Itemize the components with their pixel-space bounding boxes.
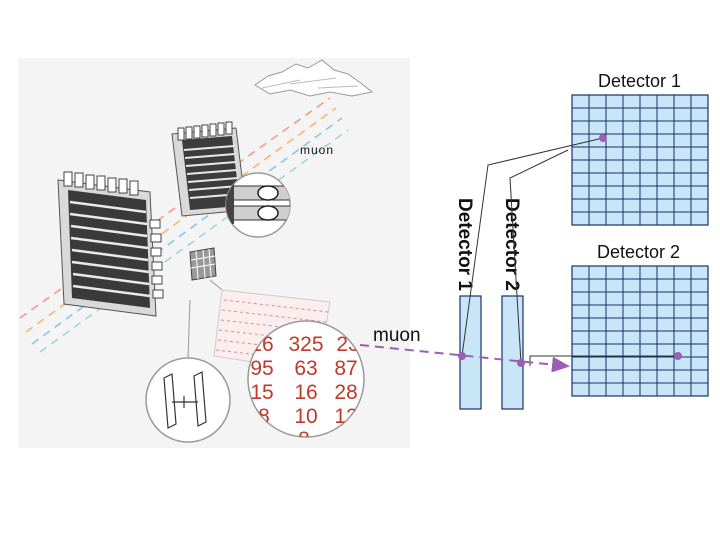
- count-r1c2: 325: [288, 333, 323, 356]
- cross-section-magnifier: [145, 357, 231, 443]
- mountain-hatching: [261, 77, 359, 89]
- readout-chip: [189, 247, 217, 281]
- photomultiplier-magnifier: [225, 172, 291, 238]
- count-r3c1: 15: [250, 381, 273, 404]
- detector2-strip: [501, 295, 524, 410]
- apparatus-illustration: 16 325 23 95 63 87 15 16 28 8 10 12 8: [18, 58, 410, 451]
- detector2-grid-hit: [674, 352, 682, 360]
- count-r3c2: 16: [294, 381, 317, 404]
- count-r4c2: 10: [294, 405, 317, 428]
- detector1-grid-hit: [599, 134, 607, 142]
- detector2-grid: [571, 265, 709, 397]
- count-r3c3: 28: [334, 381, 357, 404]
- detector2-readout-line: [509, 149, 569, 364]
- ray-teal: [39, 129, 349, 353]
- detector2-strip-hit: [517, 359, 525, 367]
- muon-label-large: muon: [373, 325, 421, 346]
- count-r2c2: 63: [294, 357, 317, 380]
- count-r2c3: 87: [334, 357, 357, 380]
- count-r2c1: 95: [250, 357, 273, 380]
- detector1-grid-title: Detector 1: [598, 71, 681, 91]
- detector1-strip-title: Detector 1: [454, 198, 475, 291]
- count-magnifier: 16 325 23 95 63 87 15 16 28 8 10 12 8: [247, 320, 365, 451]
- muon-track: [359, 344, 570, 373]
- muon-label-small: muon: [300, 143, 334, 157]
- detector2-grid-title: Detector 2: [597, 242, 680, 262]
- count-r4c1: 8: [258, 405, 270, 428]
- detector1-strip-hit: [458, 352, 466, 360]
- count-r5c2: 8: [298, 428, 310, 451]
- detector1-grid: [571, 94, 709, 226]
- front-scintillator-panel: [57, 171, 164, 317]
- detector2-strip-title: Detector 2: [501, 198, 522, 291]
- detector-schematic: Detector 1 Detector 2 Detector 1 Detecto…: [359, 71, 709, 410]
- detector1-readout-line: [461, 137, 604, 357]
